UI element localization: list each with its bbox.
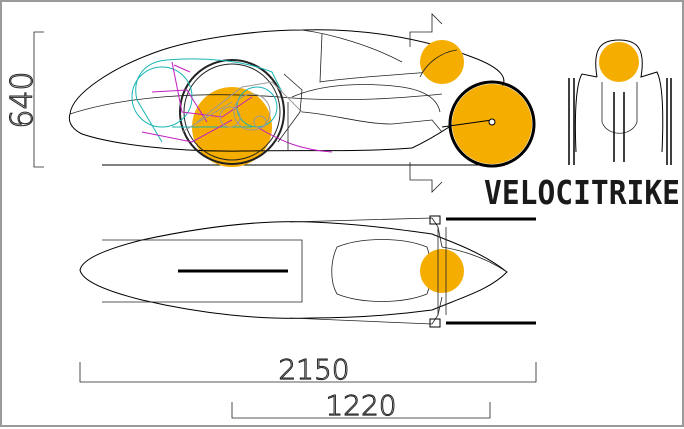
side-elevation-view: [68, 13, 536, 193]
dimension-wheelbase: 1220: [231, 389, 491, 423]
front-view-fairing: [595, 39, 664, 153]
section-marker-bottom: [409, 162, 443, 193]
front-hub: [488, 118, 496, 126]
front-wheel-upper-fill: [420, 40, 464, 84]
front-view-fairing-left: [574, 73, 598, 153]
front-wheel-rim: [448, 80, 536, 168]
dimension-length-label: 2150: [278, 353, 349, 386]
canopy-window: [319, 33, 433, 83]
plan-frame-top: [289, 217, 443, 248]
front-view-head-wheel: [599, 42, 639, 82]
plan-canopy: [331, 239, 432, 302]
seat-frame: [301, 111, 443, 133]
plan-view: [79, 215, 536, 328]
plan-nose: [441, 246, 508, 273]
crank-linkage: [141, 61, 333, 153]
drawing-title: VELOCITRIKE: [484, 173, 680, 212]
rider-outline: [291, 84, 441, 113]
front-view-body: [601, 82, 638, 134]
rear-wheel-rim: [179, 59, 285, 165]
plan-hub-left: [429, 215, 441, 225]
dimension-wheelbase-label: 1220: [325, 389, 396, 422]
plan-cargo-bay: [102, 239, 303, 303]
front-view: [568, 39, 672, 165]
plan-front-wheel: [420, 249, 464, 293]
front-fork: [441, 119, 493, 128]
dimension-height: 640: [5, 31, 44, 168]
dimension-overall-length: 2150: [79, 353, 537, 387]
front-wheel-upper-arc: [419, 49, 458, 78]
dimension-height-label: 640: [5, 71, 40, 128]
seat-back: [277, 73, 303, 143]
section-marker: [409, 13, 443, 47]
canopy-line: [301, 29, 403, 63]
drivetrain-frame: [181, 81, 303, 133]
plan-hub-right: [429, 318, 441, 328]
fairing-belt-line: [69, 93, 443, 115]
